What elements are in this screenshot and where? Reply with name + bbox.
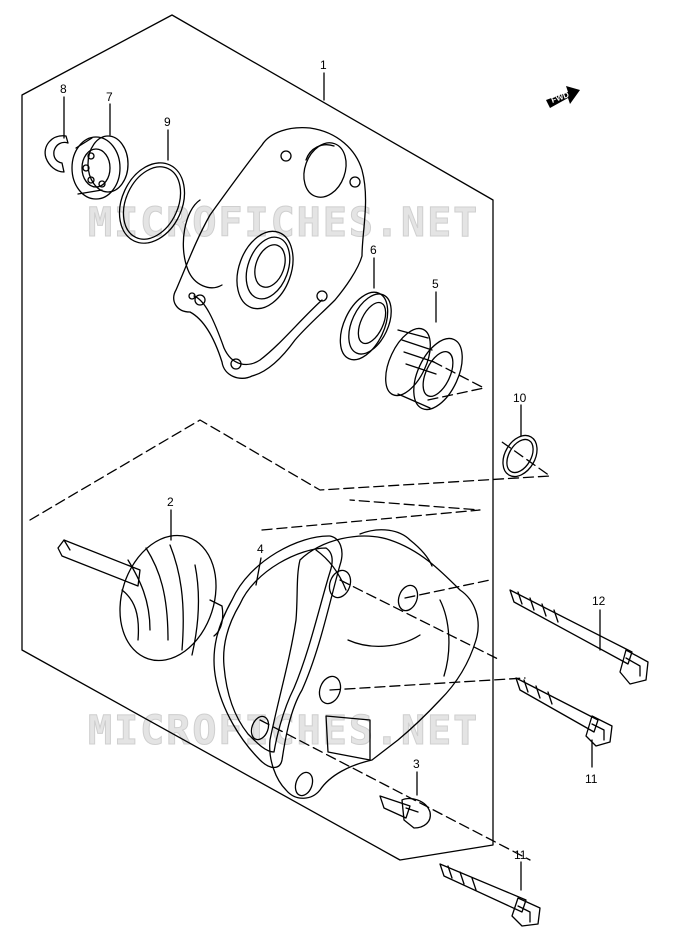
assembly-line-3	[427, 359, 485, 401]
callout-1: 1	[320, 58, 327, 72]
fwd-arrow-icon	[546, 86, 580, 108]
callout-4: 4	[257, 542, 264, 556]
watermark-top: MICROFICHES.NET	[87, 200, 480, 247]
callout-3: 3	[413, 757, 420, 771]
bolt-12	[509, 589, 649, 685]
callout-7: 7	[106, 90, 113, 104]
callout-11-lower: 11	[514, 848, 527, 862]
circlip-8	[44, 135, 69, 173]
pump-housing-1	[173, 126, 367, 379]
callout-8: 8	[60, 82, 67, 96]
callout-5: 5	[432, 277, 439, 291]
callout-12: 12	[592, 594, 606, 608]
impeller-2	[57, 534, 224, 662]
bearing-7	[71, 135, 129, 200]
bolt-11-lower	[439, 863, 541, 927]
callout-9: 9	[164, 115, 171, 129]
callout-2: 2	[167, 495, 174, 509]
bolt-11-upper	[515, 677, 613, 747]
o-ring-9	[118, 162, 186, 244]
mechanical-seal-5	[385, 327, 463, 411]
callout-6: 6	[370, 243, 377, 257]
callout-10: 10	[513, 391, 527, 405]
seal-6	[339, 291, 392, 361]
assembly-line-2	[261, 499, 481, 531]
assembly-line-1	[29, 419, 551, 521]
frame-outline	[21, 14, 494, 861]
o-ring-10	[502, 434, 538, 478]
callout-11-upper: 11	[585, 772, 598, 786]
pump-cover	[250, 529, 479, 799]
gasket-4	[213, 535, 343, 769]
bolt-3	[379, 795, 431, 829]
